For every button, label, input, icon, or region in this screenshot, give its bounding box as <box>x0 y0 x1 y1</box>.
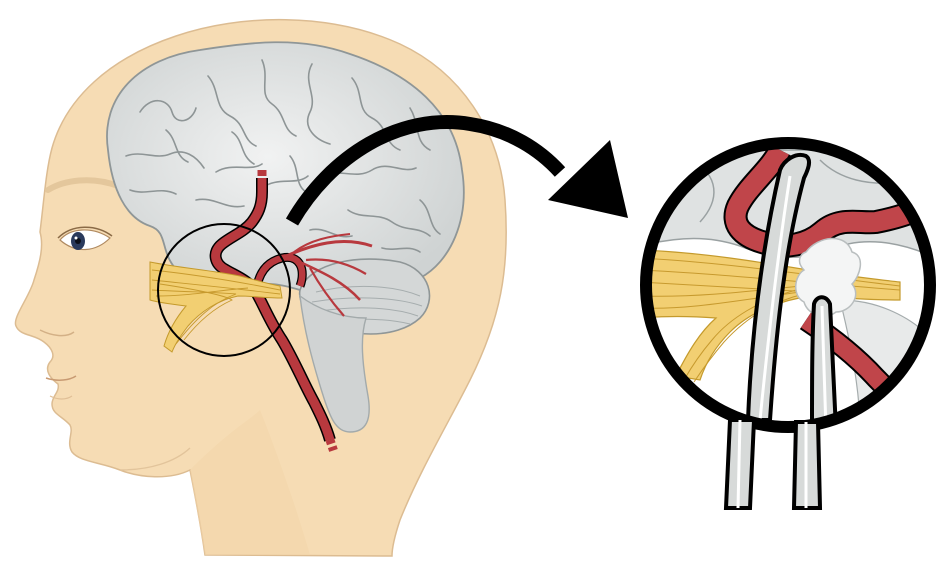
forceps-handles <box>726 420 820 508</box>
magnified-inset <box>640 143 939 508</box>
